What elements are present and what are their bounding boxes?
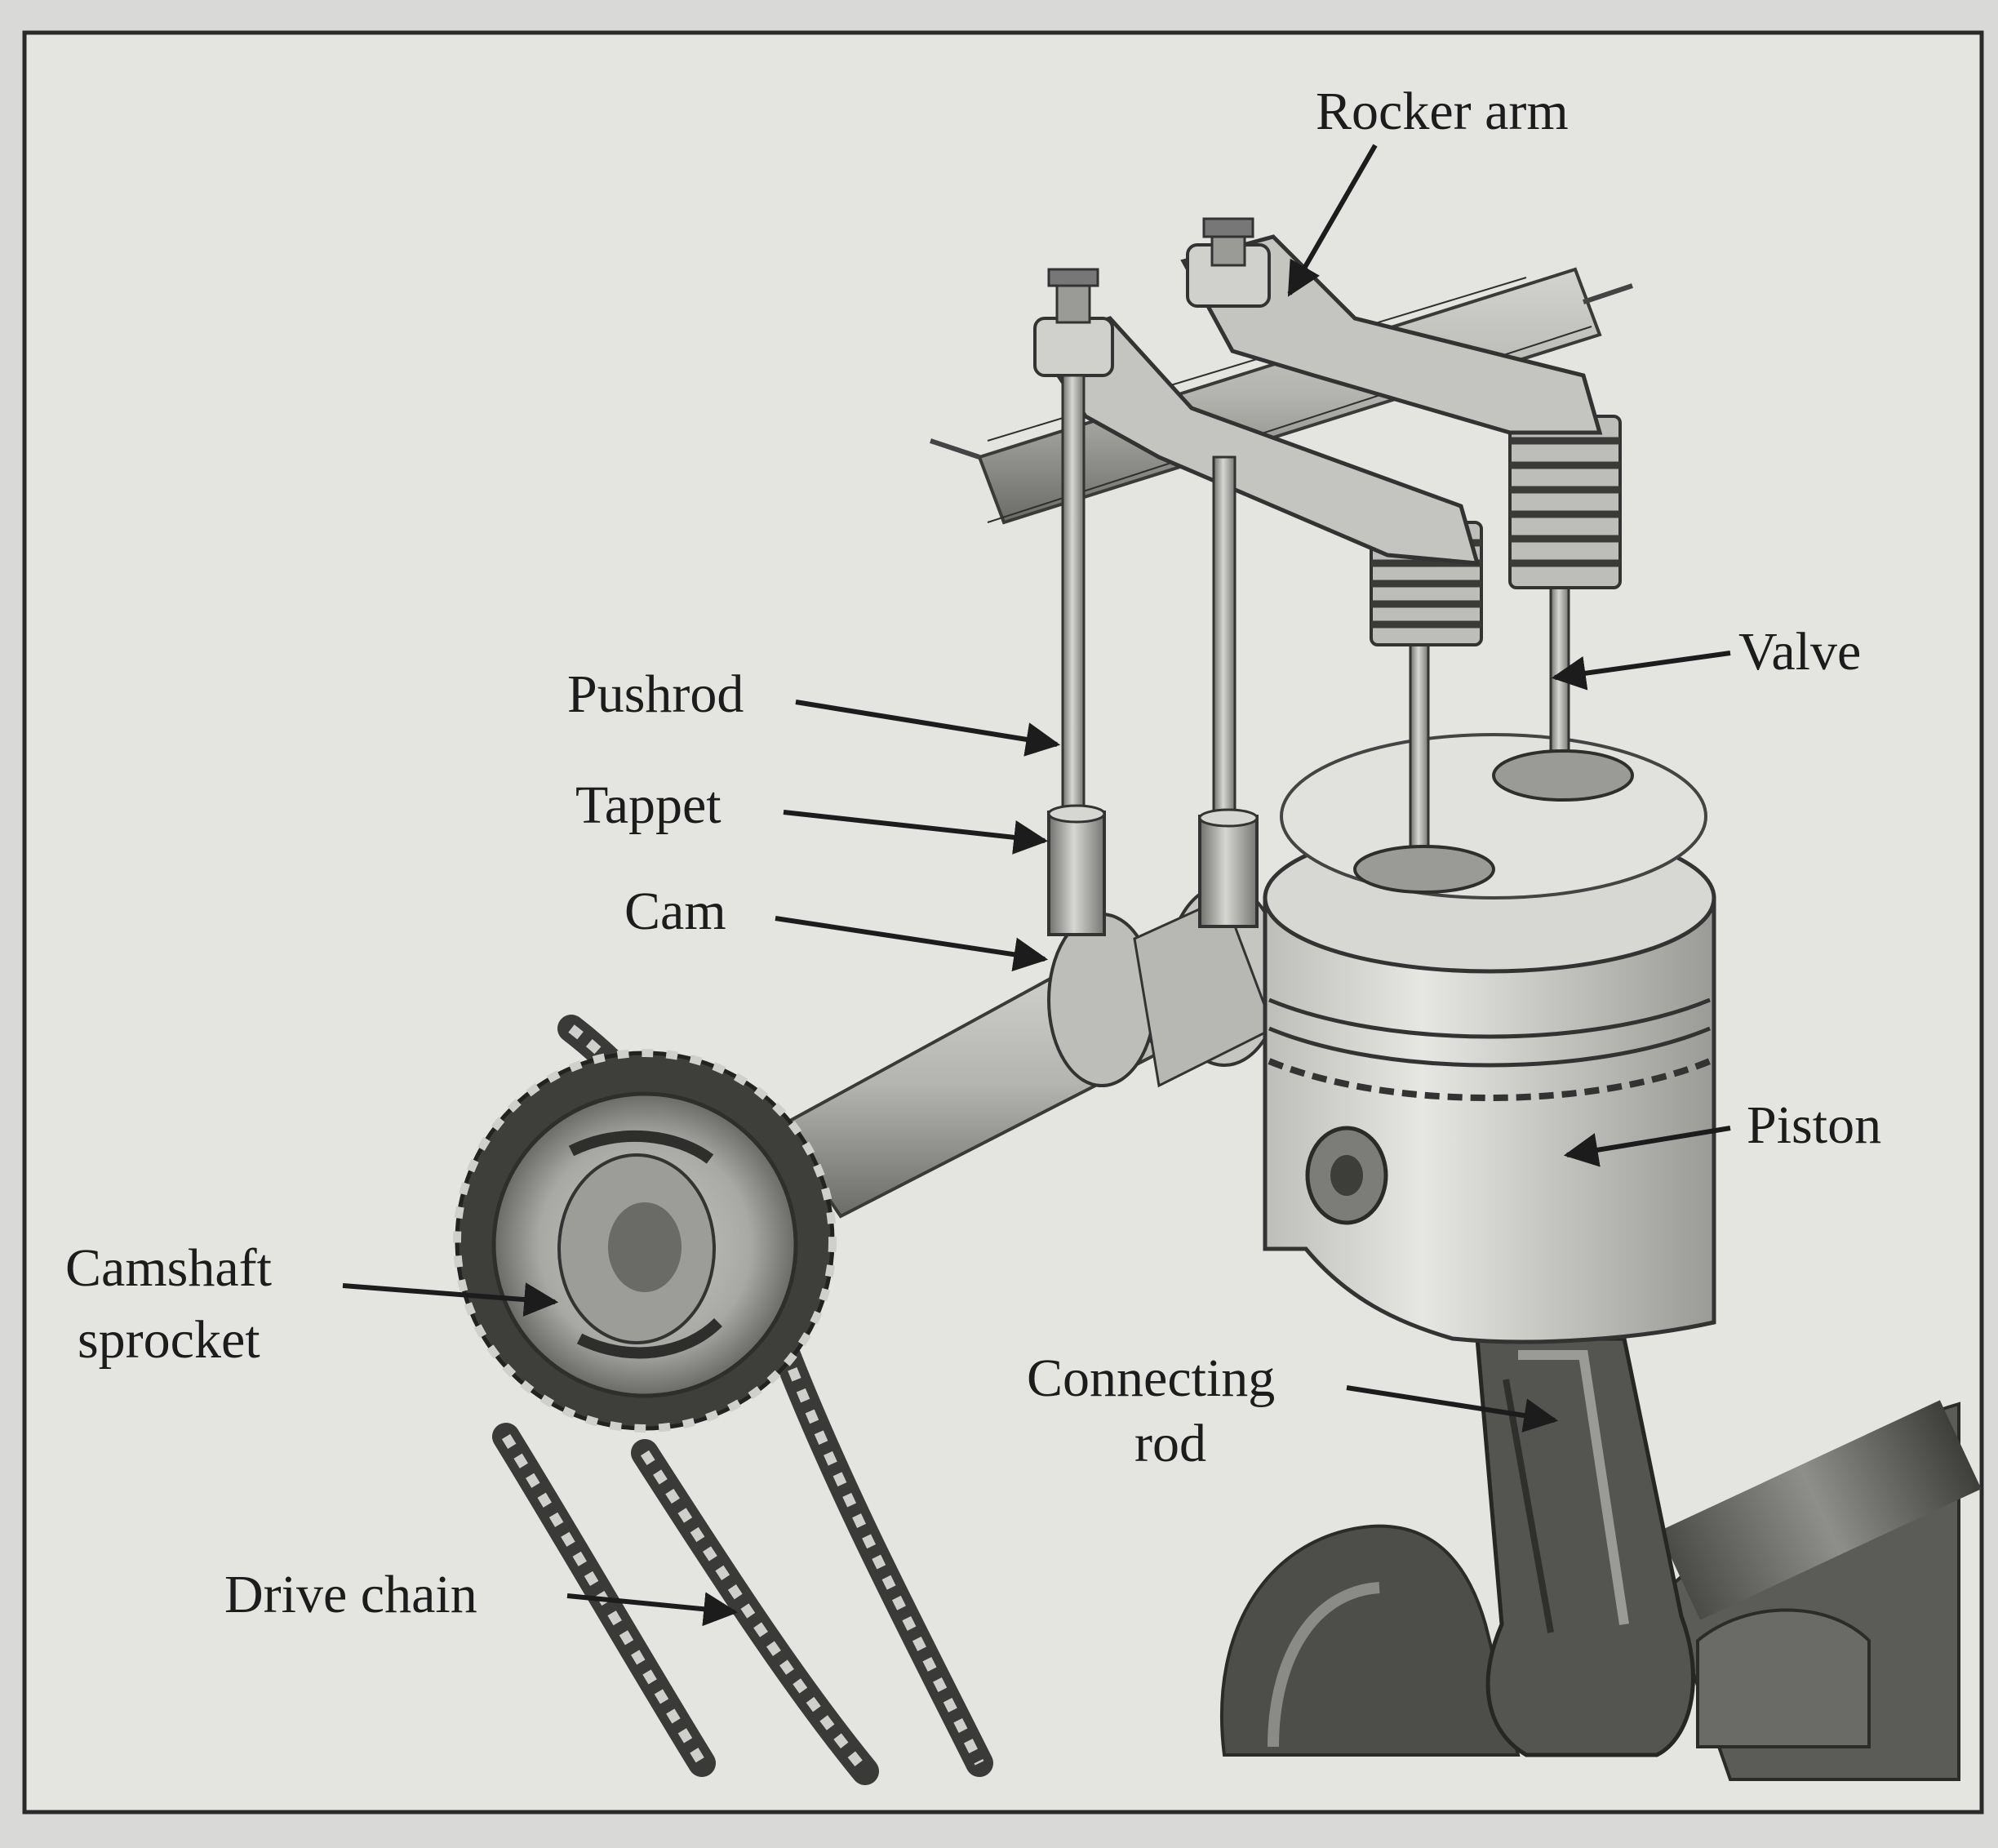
- label-tappet: Tappet: [575, 775, 722, 835]
- label-camshaft-sprocket-line1: Camshaft: [65, 1238, 272, 1298]
- label-connecting-rod-line2: rod: [1134, 1414, 1206, 1473]
- label-connecting-rod-line1: Connecting: [1027, 1348, 1275, 1408]
- arrow-valve: [1551, 651, 1731, 691]
- valve-spring-right: [1508, 415, 1622, 589]
- piston: [1263, 822, 1716, 1344]
- arrow-connecting-rod: [1346, 1385, 1559, 1433]
- leader-arrows: [342, 144, 1731, 1627]
- label-cam: Cam: [624, 882, 726, 941]
- rocker-arm-left: [1033, 268, 1481, 566]
- label-rocker-arm: Rocker arm: [1316, 82, 1569, 141]
- pushrod-left: [1061, 374, 1086, 818]
- rocker-assembly: [930, 217, 1633, 566]
- arrow-rocker-arm: [1287, 144, 1378, 297]
- connecting-rod: [1475, 1336, 1695, 1757]
- label-camshaft-sprocket-line2: sprocket: [78, 1310, 260, 1370]
- label-pushrod: Pushrod: [567, 664, 744, 724]
- valve-right: [1492, 415, 1634, 802]
- crankshaft: [1219, 1400, 1982, 1781]
- pushrod-right: [1212, 455, 1237, 826]
- arrow-cam: [775, 916, 1049, 972]
- arrow-pushrod: [795, 700, 1061, 757]
- arrow-drive-chain: [566, 1592, 739, 1627]
- arrow-piston: [1563, 1126, 1731, 1167]
- camshaft: [777, 884, 1283, 1219]
- label-valve: Valve: [1738, 622, 1861, 682]
- camshaft-sprocket: [453, 1049, 837, 1433]
- label-piston: Piston: [1747, 1095, 1881, 1155]
- arrow-tappet: [783, 810, 1049, 855]
- arrow-camshaft-sprocket: [342, 1282, 559, 1317]
- tappet-right: [1198, 808, 1259, 928]
- label-drive-chain: Drive chain: [224, 1565, 477, 1624]
- tappet-left: [1047, 804, 1106, 936]
